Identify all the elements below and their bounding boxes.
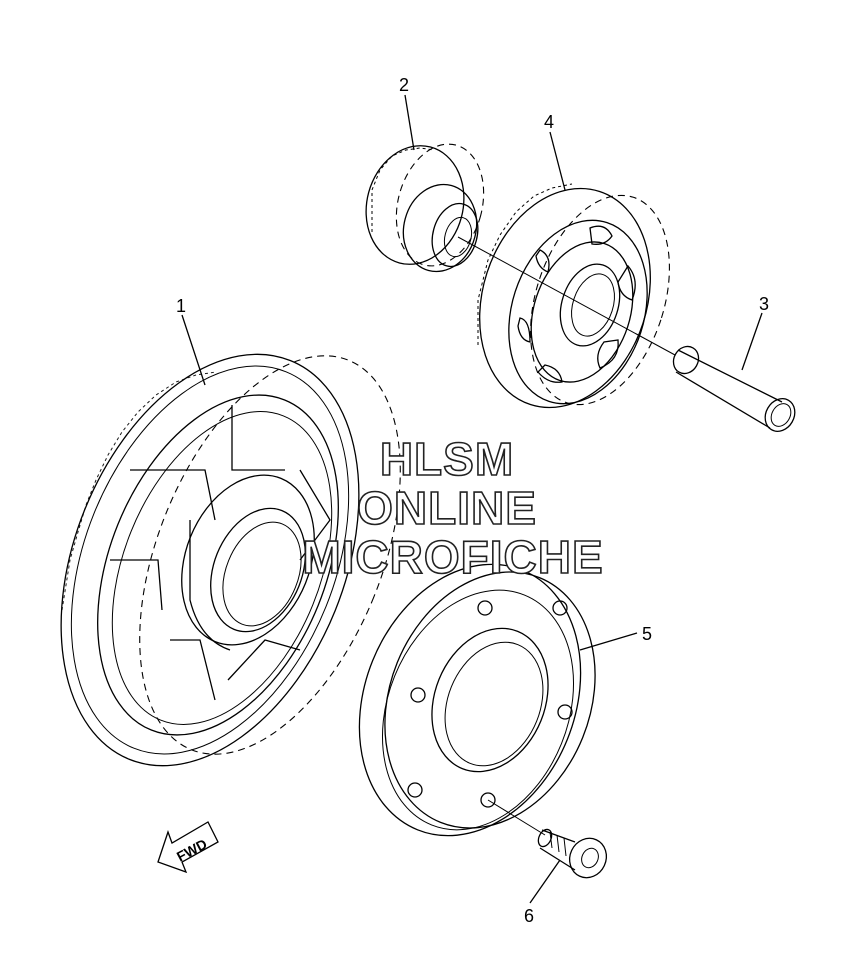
watermark-line-2: ONLINE xyxy=(357,482,537,534)
callout-4: 4 xyxy=(544,112,554,132)
fwd-label: FWD xyxy=(174,836,210,865)
callout-1: 1 xyxy=(176,296,186,316)
fwd-arrow-icon: FWD xyxy=(157,821,219,874)
starter-wheel-gear xyxy=(60,353,401,767)
callout-3: 3 xyxy=(759,294,769,314)
watermark-line-1: HLSM xyxy=(380,433,514,485)
idler-gear xyxy=(365,143,485,273)
leader-2 xyxy=(404,94,415,151)
clutch-bolt xyxy=(487,799,608,879)
idler-gear-large xyxy=(477,183,670,409)
starter-clutch xyxy=(358,563,596,837)
watermark: HLSM ONLINE MICROFICHE xyxy=(302,432,604,584)
leader-1 xyxy=(181,314,206,386)
callout-5: 5 xyxy=(642,624,652,644)
callout-2: 2 xyxy=(399,75,409,95)
leader-6 xyxy=(529,859,561,904)
idler-shaft xyxy=(672,345,796,432)
leader-4 xyxy=(549,131,566,191)
leader-5 xyxy=(579,632,638,651)
watermark-line-3: MICROFICHE xyxy=(302,531,603,583)
callout-6: 6 xyxy=(524,906,534,926)
leader-3 xyxy=(741,312,763,371)
